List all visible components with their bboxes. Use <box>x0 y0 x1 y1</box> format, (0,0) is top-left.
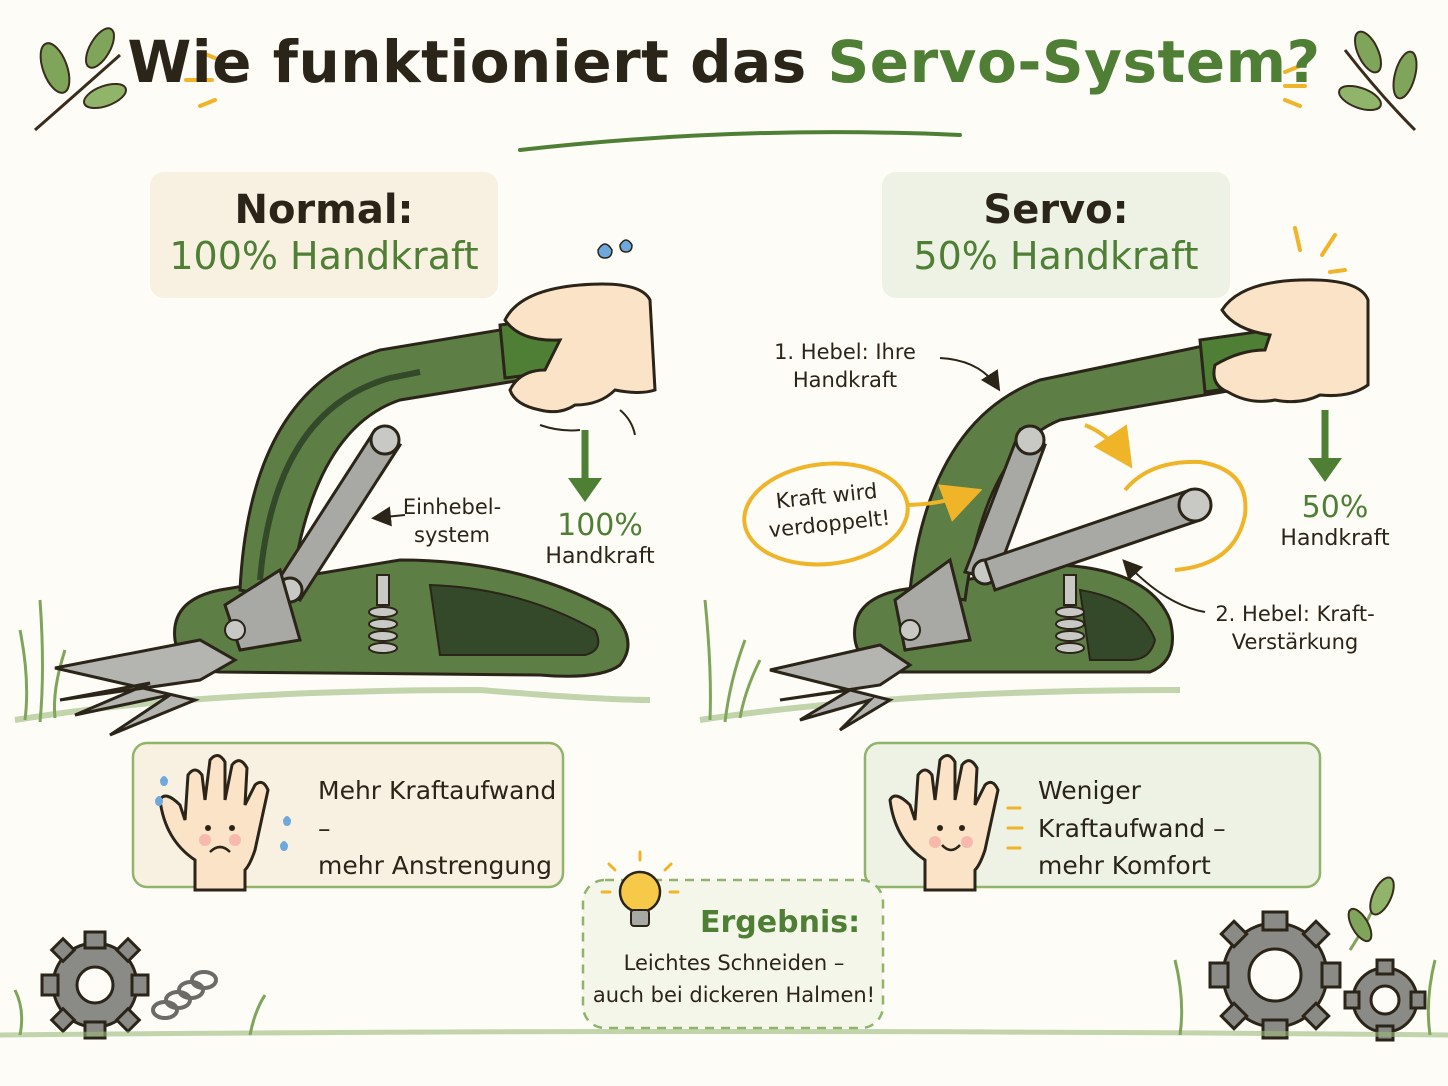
title-sparkles <box>184 50 1307 108</box>
servo-label: Servo: 50% Handkraft <box>882 172 1230 298</box>
normal-card-line2: mehr Anstrengung <box>318 851 552 880</box>
result-line1: Leichtes Schneiden – <box>623 951 845 975</box>
leaf-icon <box>34 27 127 132</box>
title-underline <box>518 130 962 152</box>
lever1-line2: Handkraft <box>792 368 898 393</box>
gear-icon <box>40 930 150 1040</box>
servo-shear-tool <box>699 226 1370 732</box>
hand-icon <box>1212 278 1370 404</box>
servo-label-bg <box>882 172 1230 298</box>
gear-icon <box>1343 958 1427 1042</box>
lever2-annotation: 2. Hebel: Kraft- Verstärkung <box>1205 600 1385 657</box>
leaf-icon <box>1338 30 1418 132</box>
hand-icon <box>155 754 291 892</box>
hand-icon <box>888 754 1024 892</box>
normal-label-sub: 100% Handkraft <box>169 234 479 278</box>
result-box-bg <box>581 878 885 1030</box>
result-line2: auch bei dickeren Halmen! <box>592 982 876 1007</box>
lever1-line1: 1. Hebel: Ihre <box>774 340 916 364</box>
lever1-annotation: 1. Hebel: Ihre Handkraft <box>765 338 925 395</box>
result-title: Ergebnis: <box>700 905 861 940</box>
normal-card-text: Mehr Kraftaufwand – mehr Anstrengung <box>318 772 558 885</box>
title-part-2: Servo-System? <box>827 28 1321 96</box>
normal-force-value: 100% <box>557 508 643 543</box>
title-part-1: Wie funktioniert das <box>127 28 807 96</box>
spring-icon <box>151 970 218 1020</box>
servo-force-readout: 50% Handkraft <box>1270 490 1400 552</box>
servo-card-line2: mehr Komfort <box>1038 851 1211 880</box>
normal-force-readout: 100% Handkraft <box>530 508 670 570</box>
servo-force-label: Handkraft <box>1280 526 1390 551</box>
normal-card-line1: Mehr Kraftaufwand – <box>318 776 557 843</box>
servo-card-text: Weniger Kraftaufwand – mehr Komfort <box>1038 772 1316 885</box>
normal-force-label: Handkraft <box>545 544 655 569</box>
page-title: Wie funktioniert das Servo-System? <box>0 28 1448 96</box>
result-text: Leichtes Schneiden – auch bei dickeren H… <box>590 948 878 1011</box>
einhebel-annotation: Einhebel- system <box>402 495 502 548</box>
servo-label-title: Servo: <box>983 187 1129 233</box>
hand-icon <box>503 282 657 414</box>
lever2-line1: 2. Hebel: Kraft- <box>1215 602 1375 626</box>
normal-shear-tool <box>14 239 657 737</box>
normal-label: Normal: 100% Handkraft <box>150 172 498 298</box>
lever2-line2: Verstärkung <box>1231 630 1359 655</box>
gear-icon <box>1208 910 1342 1040</box>
servo-label-sub: 50% Handkraft <box>913 234 1199 278</box>
servo-force-value: 50% <box>1301 490 1369 525</box>
normal-label-title: Normal: <box>234 187 414 233</box>
servo-card-line1: Weniger Kraftaufwand – <box>1038 776 1226 843</box>
normal-label-bg <box>150 172 498 298</box>
lightbulb-icon <box>600 850 680 927</box>
